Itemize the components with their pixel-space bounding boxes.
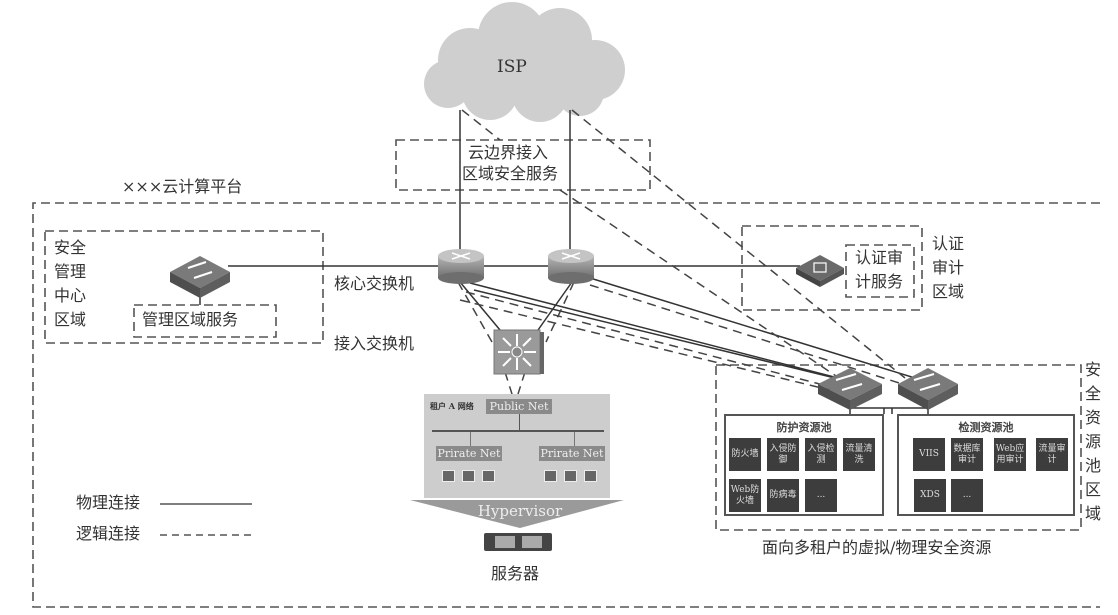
detection-pool-switch-icon	[898, 368, 958, 410]
pool-item: 防火墙	[729, 438, 761, 471]
pool-item: 入侵检测	[805, 438, 837, 471]
security-pool-caption: 面向多租户的虚拟/物理安全资源	[762, 538, 992, 557]
legend-physical-label: 物理连接	[76, 493, 141, 512]
core-switch-right-icon	[548, 249, 594, 284]
server-icon	[484, 533, 552, 551]
pool-item: XDS	[914, 479, 946, 512]
cloud-edge-zone	[395, 139, 651, 191]
core-switch-label: 核心交换机	[334, 274, 415, 293]
pool-item: 流量审计	[1036, 438, 1068, 471]
logical-links	[457, 109, 916, 395]
private-net-1: Prirate Net	[436, 446, 502, 461]
pool-item: ...	[805, 479, 837, 512]
pool-item: 防病毒	[767, 479, 799, 512]
auth-service-box	[845, 244, 915, 298]
platform-boundary	[32, 202, 1100, 608]
hypervisor-label: Hypervisor	[477, 502, 563, 520]
server-label: 服务器	[491, 564, 540, 583]
pool-item: Web防火墙	[729, 479, 761, 512]
cloud-edge-label-2: 区域安全服务	[462, 164, 559, 183]
access-switch-icon	[493, 329, 544, 375]
vm-icon	[442, 470, 455, 482]
vm-icon	[544, 470, 557, 482]
mgmt-switch-icon	[170, 256, 230, 298]
mgmt-zone-label: 安全管理中心区域	[53, 238, 86, 329]
isp-label: ISP	[497, 57, 527, 77]
auth-zone-label: 认证审计区域	[931, 234, 964, 301]
legend-logical-label: 逻辑连接	[76, 524, 141, 543]
security-pool-zone-label: 安全资源池区域	[1084, 360, 1101, 523]
isp-cloud-icon	[424, 2, 625, 122]
platform-title: ×××云计算平台	[122, 177, 243, 196]
tenant-label: 租户 A 网络	[430, 401, 474, 411]
pool-item: 入侵防御	[767, 438, 799, 471]
cloud-edge-label-1: 云边界接入	[468, 143, 549, 162]
detection-pool-title: 检测资源池	[958, 421, 1014, 434]
pool-item: VIIS	[913, 438, 945, 471]
detection-pool: 检测资源池 VIIS 数据库审计 Web应用审计 流量审计 XDS ...	[897, 414, 1075, 516]
auth-zone-box	[741, 225, 923, 311]
access-switch-label: 接入交换机	[334, 334, 415, 353]
vm-icon	[462, 470, 475, 482]
mgmt-service-label: 管理区域服务	[142, 310, 239, 329]
pool-item: 流量清洗	[843, 438, 875, 471]
protection-pool-switch-icon	[818, 368, 882, 410]
tenant-a-network: 租户 A 网络 Public Net Prirate Net Prirate N…	[424, 394, 610, 498]
security-pool-zone-box	[715, 364, 1082, 531]
pool-item: 数据库审计	[951, 438, 983, 471]
vm-icon	[564, 470, 577, 482]
auth-audit-device-icon	[796, 255, 844, 287]
physical-links	[199, 110, 929, 414]
mgmt-service-box	[133, 304, 277, 338]
vm-icon	[482, 470, 495, 482]
protection-pool-title: 防护资源池	[776, 421, 832, 434]
vm-icon	[584, 470, 597, 482]
pool-item: Web应用审计	[994, 438, 1026, 471]
public-net: Public Net	[486, 399, 552, 414]
pool-item: ...	[951, 479, 983, 512]
auth-service-label: 认证审计服务	[854, 248, 903, 291]
private-net-2: Prirate Net	[539, 446, 605, 461]
core-switch-left-icon	[438, 249, 484, 284]
protection-pool: 防护资源池 防火墙 入侵防御 入侵检测 流量清洗 Web防火墙 防病毒 ...	[724, 414, 884, 516]
hypervisor-arrow-icon	[410, 500, 624, 528]
